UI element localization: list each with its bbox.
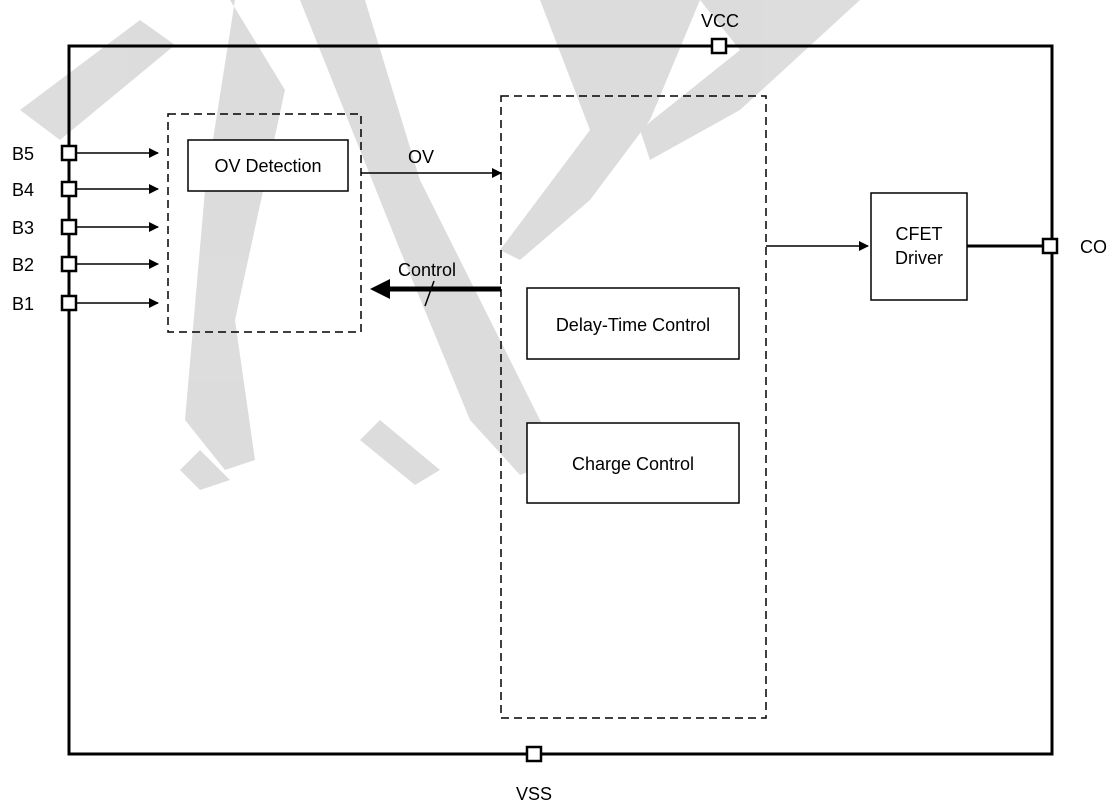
- cfet-driver-label-line2: Driver: [895, 248, 943, 268]
- control-logic-group: [500, 95, 767, 719]
- charge-control-block: [526, 422, 740, 504]
- delay-time-control-label: Delay-Time Control: [556, 315, 710, 335]
- vss-label: VSS: [516, 784, 552, 804]
- delay-time-control-block: [526, 287, 740, 360]
- control-signal-label: Control: [398, 260, 456, 280]
- input-pins: B5 B4 B3 B2 B1: [12, 144, 159, 314]
- chip-boundary: [67, 44, 1054, 756]
- input-pin-b2: B2: [12, 255, 159, 275]
- input-pin-b4: B4: [12, 180, 159, 200]
- input-pin-b5: B5: [12, 144, 159, 164]
- pin-square: [60, 218, 78, 236]
- pin-label: B2: [12, 255, 34, 275]
- pin-square: [60, 255, 78, 273]
- pin-square: [60, 180, 78, 198]
- cfet-driver-block: [870, 192, 968, 301]
- charge-control-label: Charge Control: [572, 454, 694, 474]
- pin-square: [60, 144, 78, 162]
- input-pin-b3: B3: [12, 218, 159, 238]
- vss-pin: [525, 745, 543, 763]
- pin-square: [60, 294, 78, 312]
- ov-signal-label: OV: [408, 147, 434, 167]
- vcc-label: VCC: [701, 11, 739, 31]
- pin-label: B3: [12, 218, 34, 238]
- co-pin: [1041, 237, 1059, 255]
- ov-detection-group: [167, 113, 362, 333]
- cfet-driver-label-line1: CFET: [896, 224, 943, 244]
- watermark: [20, 0, 860, 490]
- input-pin-b1: B1: [12, 294, 159, 314]
- pin-label: B5: [12, 144, 34, 164]
- pin-label: B4: [12, 180, 34, 200]
- co-label: CO: [1080, 237, 1107, 257]
- ov-detection-label: OV Detection: [214, 156, 321, 176]
- ov-detection-block: [187, 139, 349, 192]
- vcc-pin: [710, 37, 728, 55]
- bus-slash: [424, 280, 435, 307]
- pin-label: B1: [12, 294, 34, 314]
